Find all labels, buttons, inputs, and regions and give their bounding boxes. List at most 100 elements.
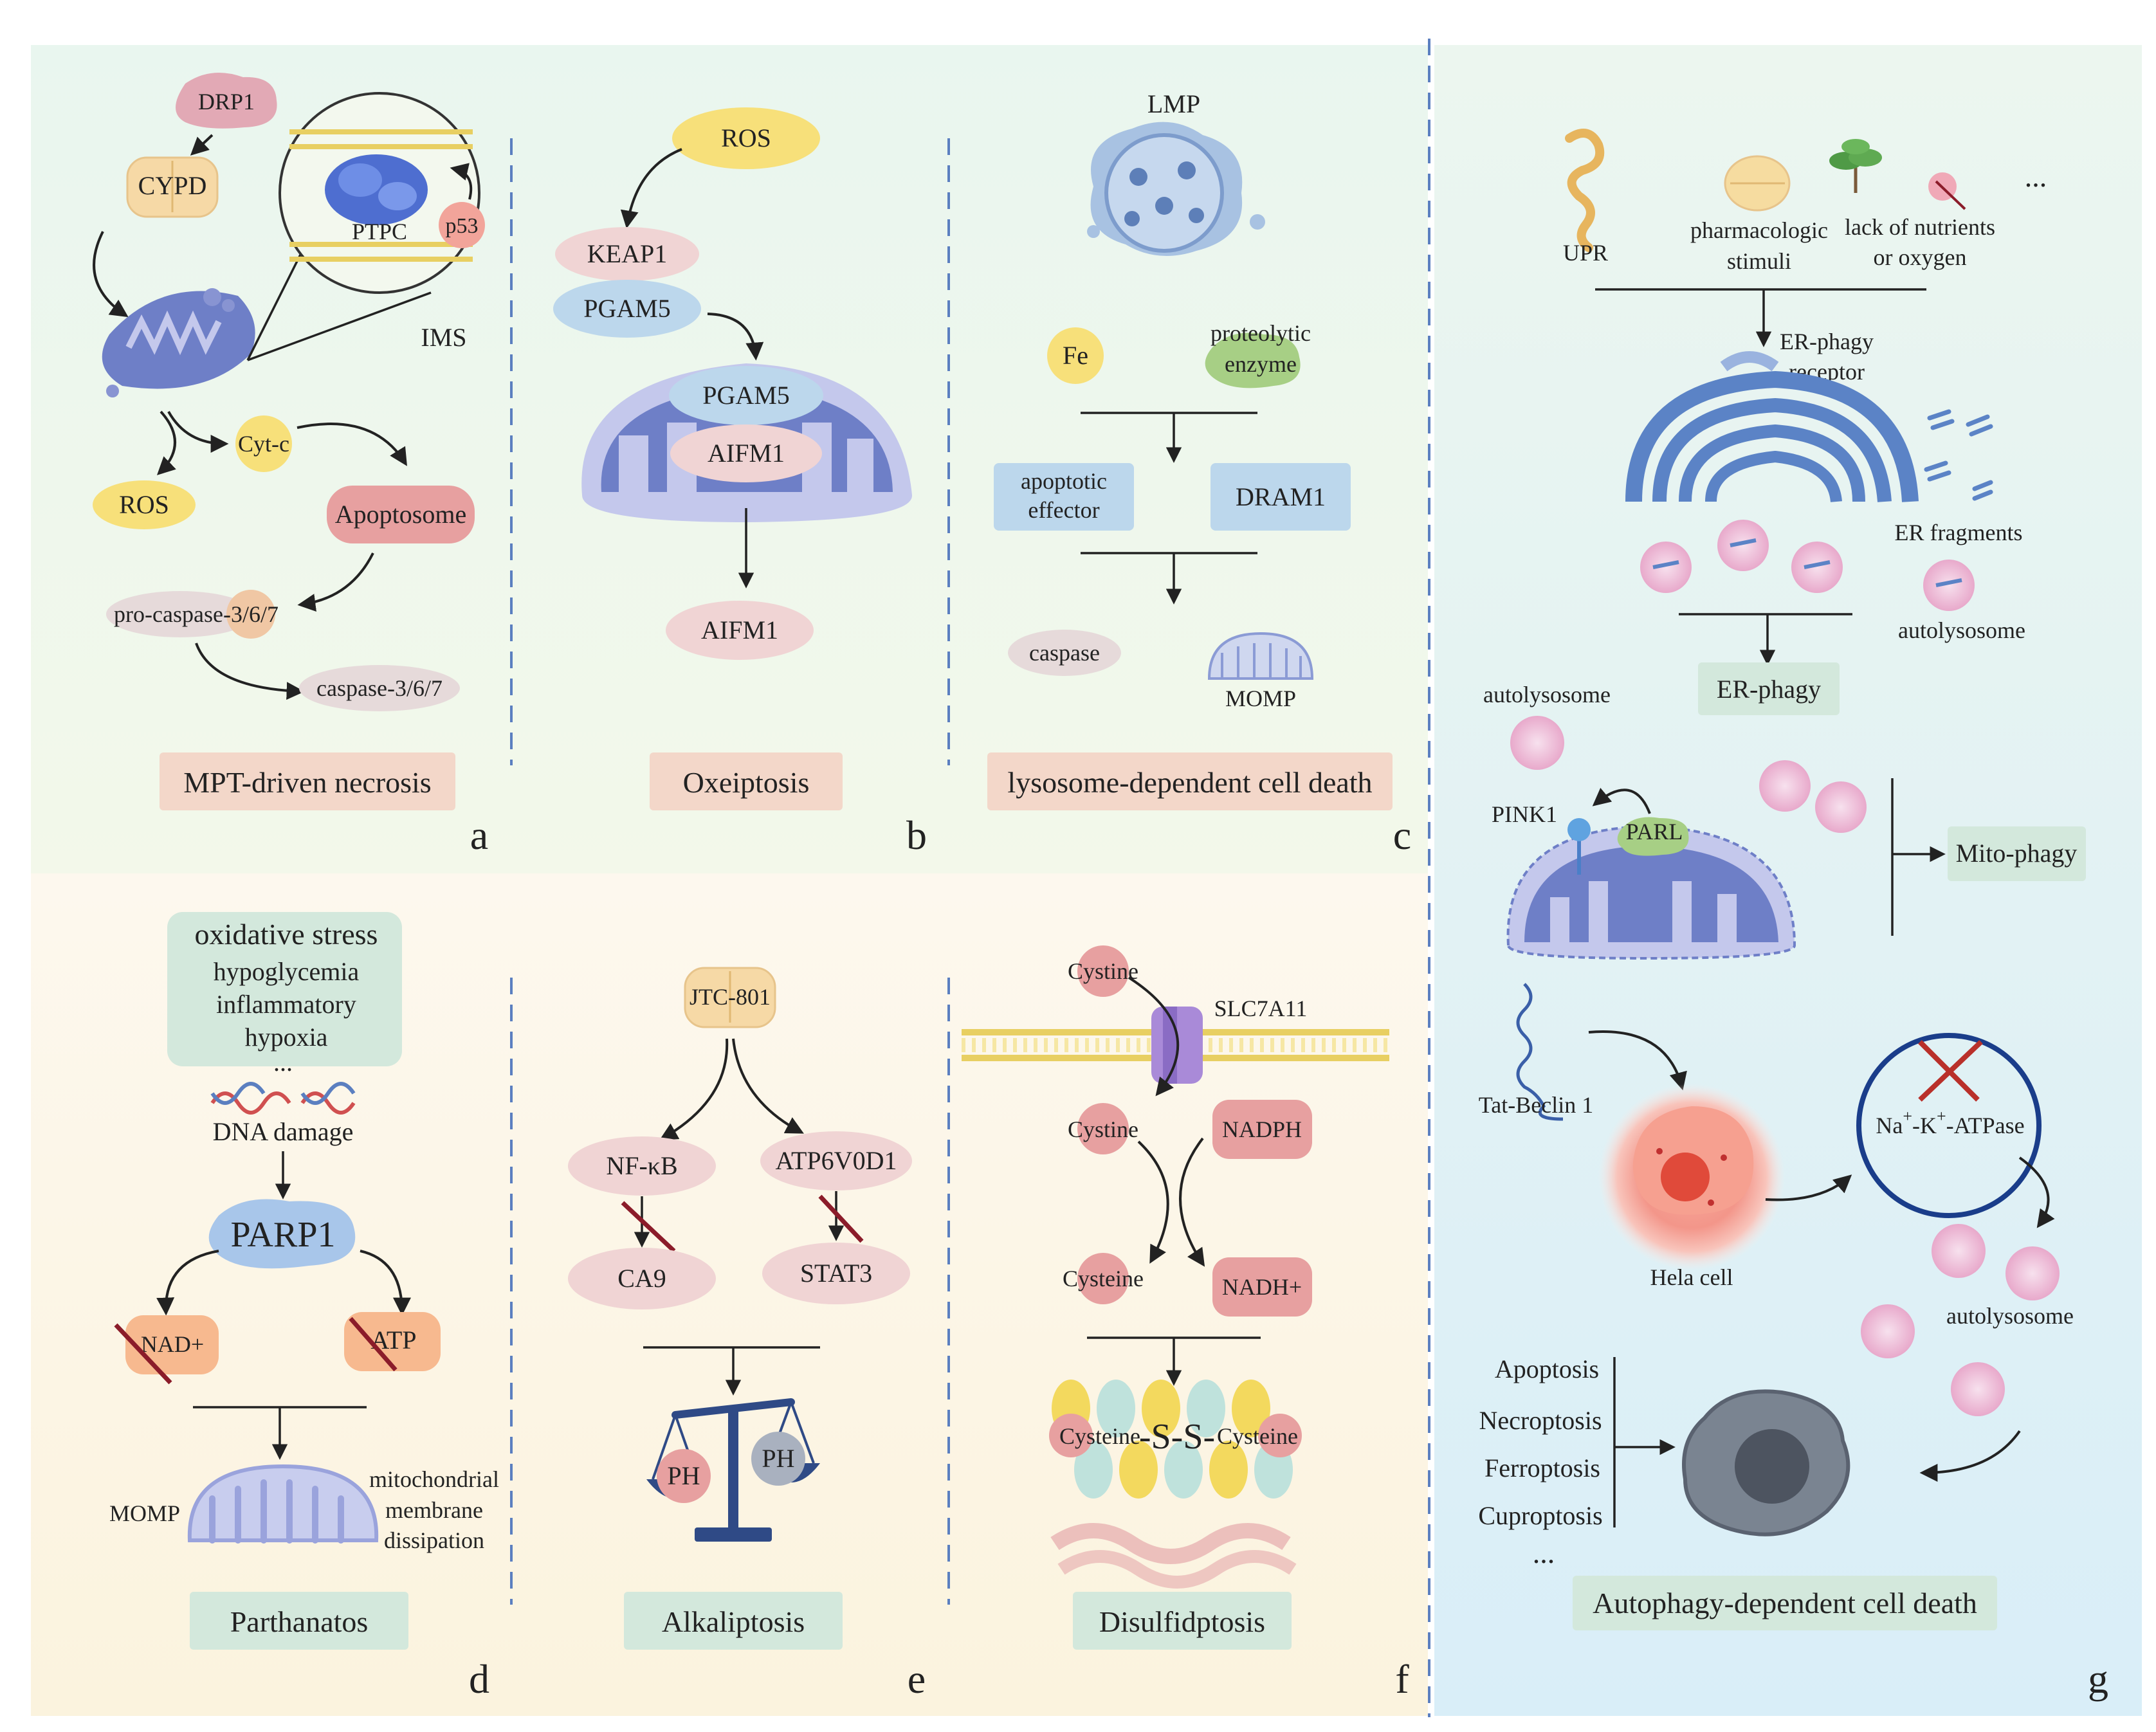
- panel-c-title: lysosome-dependent cell death: [1007, 766, 1372, 799]
- panel-letter-b: b: [906, 812, 927, 858]
- nfkb-blob: [568, 1136, 716, 1196]
- parl-blob: [1617, 817, 1689, 856]
- er-phagy-label: ER-phagy: [1717, 675, 1821, 704]
- aifm1-out-label: AIFM1: [701, 615, 778, 644]
- cystine-mid-blob: [1077, 1103, 1129, 1154]
- atp6-blob: [760, 1131, 912, 1190]
- panel-f: SLC7A11 Cystine Cystine NADPH Cysteine N…: [962, 945, 1389, 1650]
- caspase-c-blob: [1008, 630, 1121, 676]
- membrane-top: [289, 129, 473, 262]
- panel-letter-d: d: [469, 1656, 489, 1702]
- ph-right-label: PH: [762, 1444, 794, 1473]
- banner-alkaliptosis: [624, 1592, 843, 1650]
- cystine-top-blob: [1077, 945, 1129, 997]
- banner-parthanatos: [190, 1592, 408, 1650]
- cytc-blob: [235, 415, 292, 472]
- panel-letter-e: e: [908, 1656, 926, 1702]
- proteolytic-blob: [1205, 333, 1301, 388]
- nadh-box: [1212, 1257, 1312, 1317]
- caspase-a-label: caspase-3/6/7: [316, 675, 443, 701]
- aifm1-mito-blob: [670, 424, 822, 482]
- fe-label: Fe: [1063, 341, 1088, 370]
- momp-c-mito: [1207, 632, 1314, 680]
- mito-label-3: dissipation: [384, 1527, 484, 1553]
- ph-left-label: PH: [667, 1461, 700, 1490]
- panel-e-title: Alkaliptosis: [662, 1605, 805, 1638]
- ca9-label: CA9: [617, 1264, 666, 1293]
- nadph-box: [1212, 1100, 1312, 1159]
- caspase-c-label: caspase: [1029, 640, 1100, 666]
- banner-mitophagy: [1948, 826, 2086, 881]
- panel-letter-g: g: [2088, 1656, 2108, 1702]
- autolysosome-mito-3: [1815, 781, 1867, 833]
- disulfide-right-label: Cysteine: [1217, 1423, 1298, 1449]
- autolysosome-er-1: [1640, 542, 1692, 593]
- nadph-label: NADPH: [1222, 1117, 1302, 1142]
- upr-label: UPR: [1563, 240, 1608, 266]
- dram1-box: [1210, 463, 1351, 531]
- autolysosome-g-1: [1932, 1224, 1986, 1278]
- pgam5-mito-label: PGAM5: [702, 381, 790, 410]
- stress-label-3: inflammatory: [216, 990, 356, 1019]
- ptpc-label: PTPC: [352, 219, 407, 244]
- banner-autophagy: [1573, 1576, 1997, 1630]
- apoptotic-label-2: effector: [1028, 497, 1099, 523]
- ros-a-blob: [93, 480, 196, 529]
- panel-d-title: Parthanatos: [230, 1605, 369, 1638]
- panel-g-title: Autophagy-dependent cell death: [1593, 1587, 1977, 1619]
- ca9-blob: [568, 1248, 716, 1309]
- p53-label: p53: [446, 214, 479, 238]
- pink1-icon: [1567, 818, 1591, 841]
- mitochondrion-a: [102, 288, 255, 397]
- pharma-label-1: pharmacologic: [1690, 217, 1828, 243]
- p53-blob: [439, 202, 485, 248]
- atp-box: [344, 1312, 441, 1371]
- autolysosome-label-3: autolysosome: [1946, 1303, 2074, 1329]
- cytc-label: Cyt-c: [238, 431, 289, 457]
- autolysosome-mito-2: [1759, 760, 1811, 812]
- upr-icon: [1565, 129, 1605, 252]
- cysteine-blob: [1077, 1253, 1129, 1304]
- bottom-ellipsis: ...: [1533, 1536, 1555, 1569]
- lack-label-1: lack of nutrients: [1845, 214, 1995, 240]
- momp-d-label: MOMP: [109, 1500, 180, 1526]
- ros-b-blob: [672, 107, 820, 169]
- parp1-label: PARP1: [231, 1215, 336, 1255]
- hela-label: Hela cell: [1650, 1264, 1733, 1290]
- panel-c: LMP Fe proteolytic enzyme apoptotic effe…: [987, 89, 1393, 810]
- ims-label: IMS: [421, 323, 466, 352]
- stress-label-1: oxidative stress: [195, 918, 378, 951]
- slc-label: SLC7A11: [1214, 996, 1308, 1021]
- proteolytic-label-2: enzyme: [1225, 351, 1297, 377]
- stress-ellipsis: ...: [273, 1048, 293, 1077]
- fe-blob: [1047, 327, 1104, 384]
- panel-b-title: Oxeiptosis: [683, 766, 810, 799]
- keap1-label: KEAP1: [587, 239, 667, 268]
- stress-label-2: hypoglycemia: [214, 957, 360, 986]
- cystine-mid-label: Cystine: [1068, 1117, 1138, 1142]
- disulfide-mid-label: -S-S-: [1139, 1417, 1215, 1457]
- tat-beclin-icon: [1516, 983, 1564, 1121]
- banner-lysosome: [987, 752, 1393, 810]
- panel-e: JTC-801 NF-κB ATP6V0D1 CA9 STAT3 PH PH: [568, 967, 912, 1650]
- atp6-label: ATP6V0D1: [776, 1146, 897, 1175]
- ros-a-label: ROS: [119, 490, 169, 519]
- actin-bundle: [1050, 1380, 1297, 1589]
- panel-a-title: MPT-driven necrosis: [183, 766, 431, 799]
- keap1-blob: [555, 227, 699, 281]
- stress-box: [167, 912, 402, 1066]
- ph-right-blob: [751, 1432, 805, 1486]
- cystine-top-label: Cystine: [1068, 958, 1138, 984]
- cuproptosis-label: Cuproptosis: [1478, 1501, 1602, 1530]
- nad-label: NAD+: [141, 1331, 204, 1357]
- apoptosome-label: Apoptosome: [335, 500, 466, 529]
- cypd-label: CYPD: [138, 171, 207, 200]
- panel-letter-a: a: [470, 812, 488, 858]
- panel-g: UPR pharmacologic stimuli lack of nutrie…: [1478, 129, 2086, 1630]
- er-fragments-label: ER fragments: [1895, 520, 2023, 545]
- autolysosome-er-3: [1791, 542, 1843, 593]
- ph-left-blob: [657, 1449, 711, 1503]
- banner-er-phagy: [1698, 662, 1840, 715]
- aifm1-mito-label: AIFM1: [708, 439, 785, 468]
- stress-label-4: hypoxia: [245, 1023, 328, 1052]
